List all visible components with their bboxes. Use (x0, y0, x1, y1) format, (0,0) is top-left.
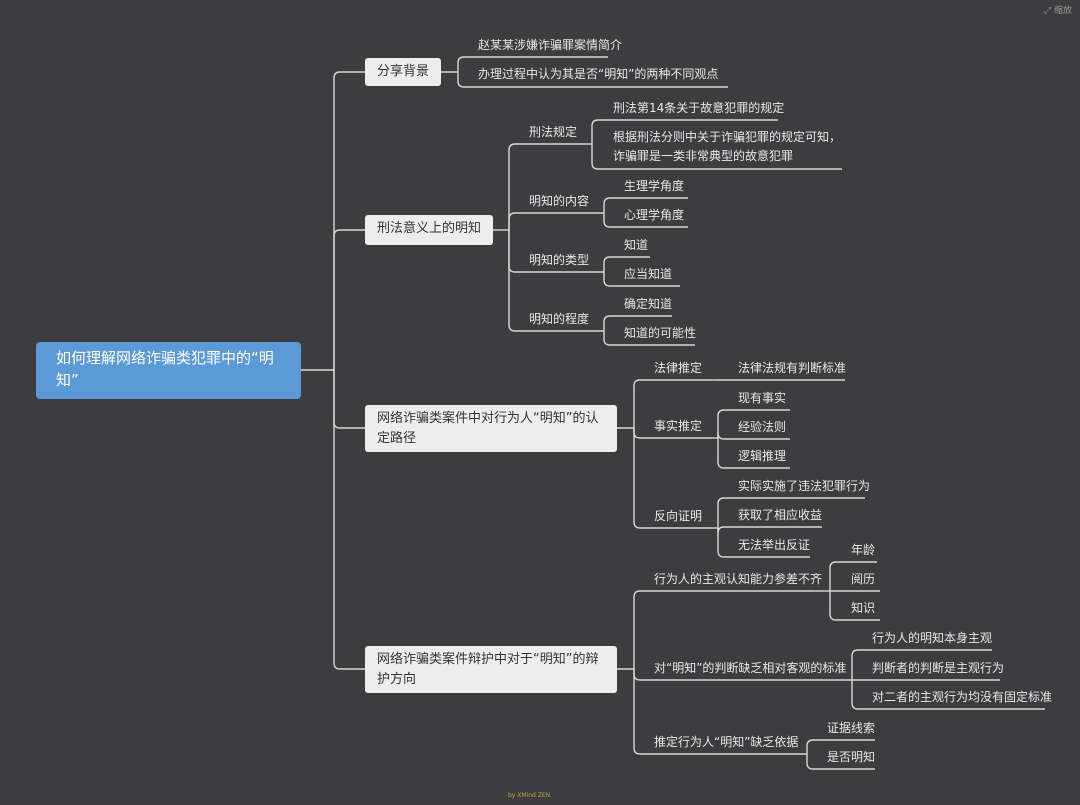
connector (603, 315, 672, 331)
root-topic[interactable]: 如何理解网络诈骗类犯罪中的“明知” (36, 342, 301, 399)
subtopic-knowing-degree[interactable]: 明知的程度 (529, 312, 590, 326)
leaf-committed-crime[interactable]: 实际实施了违法犯罪行为 (738, 479, 871, 493)
leaf-know[interactable]: 知道 (624, 238, 649, 252)
leaf-possibility[interactable]: 知道的可能性 (624, 326, 697, 340)
leaf-certainly-know[interactable]: 确定知道 (624, 297, 673, 311)
connector (603, 213, 688, 228)
connector (806, 739, 875, 754)
subtopic-lack-objective-standard[interactable]: 对“明知”的判断缺乏相对客观的标准 (654, 661, 847, 675)
leaf-judge-subjective[interactable]: 判断者的判断是主观行为 (872, 661, 1005, 675)
connector (508, 230, 587, 332)
connector (333, 370, 365, 670)
leaf-actor-subjective[interactable]: 行为人的明知本身主观 (872, 631, 993, 645)
leaf-existing-facts[interactable]: 现有事实 (738, 391, 787, 405)
connector (457, 56, 608, 72)
subtopic-knowing-type[interactable]: 明知的类型 (529, 253, 590, 267)
topic-defense-direction[interactable]: 网络诈骗类案件辩护中对于“明知”的辩护方向 (365, 646, 617, 693)
leaf-whether-knowing[interactable]: 是否明知 (827, 750, 876, 764)
connector (851, 649, 992, 680)
subtopic-criminal-law-provision[interactable]: 刑法规定 (529, 125, 578, 139)
leaf-two-views[interactable]: 办理过程中认为其是否“明知”的两种不同观点 (478, 67, 719, 81)
root-topic-label: 如何理解网络诈骗类犯罪中的“明知” (56, 349, 274, 389)
connector (457, 72, 728, 88)
connector (508, 212, 587, 230)
leaf-no-counter-evidence[interactable]: 无法举出反证 (738, 538, 811, 552)
leaf-fraud-intentional-crime[interactable]: 根据刑法分则中关于诈骗犯罪的规定可知，诈骗罪是一类非常典型的故意犯罪 (613, 130, 842, 163)
connector (633, 428, 712, 529)
connector (633, 590, 814, 669)
subtopic-knowing-content[interactable]: 明知的内容 (529, 194, 590, 208)
connector (829, 561, 877, 591)
connector (603, 256, 650, 272)
leaf-obtained-gains[interactable]: 获取了相应收益 (738, 508, 823, 522)
leaf-knowledge[interactable]: 知识 (851, 601, 876, 615)
leaf-experience[interactable]: 阅历 (851, 572, 876, 586)
topic-share-background[interactable]: 分享背景 (365, 58, 441, 86)
subtopic-cognitive-ability[interactable]: 行为人的主观认知能力参差不齐 (654, 572, 823, 586)
leaf-no-fixed-standard[interactable]: 对二者的主观行为均没有固定标准 (872, 690, 1053, 704)
leaf-psychological[interactable]: 心理学角度 (624, 208, 685, 222)
connector (591, 144, 842, 170)
leaf-experience-rule[interactable]: 经验法则 (738, 420, 787, 434)
connector (829, 591, 880, 621)
leaf-legal-standard[interactable]: 法律法规有判断标准 (738, 361, 847, 375)
connector (633, 379, 712, 428)
zoom-label: 缩放 (1053, 6, 1072, 16)
leaf-age[interactable]: 年龄 (851, 543, 876, 557)
leaf-evidence-clues[interactable]: 证据线索 (827, 721, 876, 735)
subtopic-presumption-lacks-basis[interactable]: 推定行为人“明知”缺乏依据 (654, 735, 799, 749)
connector (603, 331, 695, 346)
leaf-article-14[interactable]: 刑法第14条关于故意犯罪的规定 (613, 101, 785, 115)
subtopic-reverse-proof[interactable]: 反向证明 (654, 509, 703, 523)
connector (333, 71, 365, 370)
leaf-logical-reasoning[interactable]: 逻辑推理 (738, 449, 787, 463)
connector (717, 432, 790, 440)
topic-label: 刑法意义上的明知 (377, 221, 482, 236)
leaf-physiological[interactable]: 生理学角度 (624, 179, 685, 193)
connector (717, 497, 865, 528)
topic-label: 网络诈骗类案件中对行为人“明知”的认定路径 (377, 411, 599, 446)
leaf-should-know[interactable]: 应当知道 (624, 267, 673, 281)
connector (806, 754, 875, 770)
connector (508, 143, 587, 230)
connector (717, 526, 822, 534)
connector (603, 272, 680, 287)
topic-label: 网络诈骗类案件辩护中对于“明知”的辩护方向 (377, 652, 599, 687)
topic-label: 分享背景 (377, 64, 430, 79)
connector (717, 409, 790, 438)
connector (333, 370, 365, 429)
connector (591, 119, 778, 144)
connector (851, 680, 1045, 710)
connector (603, 197, 688, 213)
topic-identification-path[interactable]: 网络诈骗类案件中对行为人“明知”的认定路径 (365, 405, 617, 452)
connector (717, 528, 810, 558)
topic-criminal-law-knowing[interactable]: 刑法意义上的明知 (365, 215, 493, 245)
connector (717, 438, 790, 469)
leaf-case-summary[interactable]: 赵某某涉嫌诈骗罪案情简介 (478, 38, 623, 52)
connector (633, 669, 790, 755)
zoom-icon[interactable]: ⤢ 缩放 (1043, 6, 1072, 16)
connector (333, 229, 365, 370)
subtopic-fact-presumption[interactable]: 事实推定 (654, 419, 703, 433)
footer-watermark: by XMind ZEN (508, 792, 551, 799)
subtopic-legal-presumption[interactable]: 法律推定 (654, 361, 703, 375)
